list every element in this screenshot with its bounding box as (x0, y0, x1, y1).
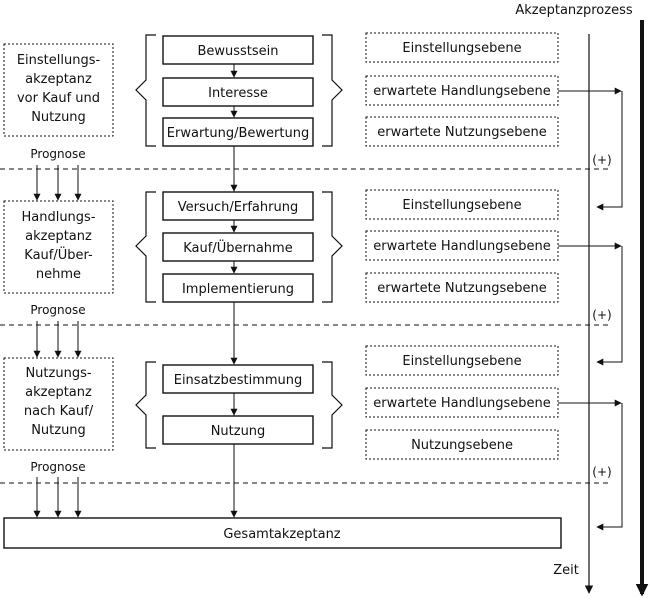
right-brace (322, 361, 343, 449)
left-box-line: nehme (36, 267, 81, 282)
left-box-line: Handlungs- (21, 210, 95, 225)
step-label: Versuch/Erfahrung (178, 200, 298, 215)
level-label: Einstellungsebene (402, 198, 521, 213)
left-box-line: akzeptanz (25, 72, 92, 87)
left-box (3, 43, 114, 137)
section-action-acceptance: Handlungs- akzeptanz Kauf/Über- nehme Pr… (0, 189, 623, 366)
total-acceptance-box (3, 517, 562, 549)
level-label: erwartete Handlungsebene (373, 239, 550, 254)
right-brace (322, 34, 343, 147)
step-box (162, 364, 314, 394)
level-box (365, 32, 559, 63)
step-box (162, 191, 314, 221)
step-box (162, 77, 314, 107)
left-box-line: Kauf/Über- (24, 246, 93, 263)
step-box (162, 415, 314, 445)
level-label: erwartete Nutzungsebene (377, 281, 546, 296)
left-box-line: akzeptanz (25, 385, 92, 400)
left-box-line: nach Kauf/ (24, 404, 94, 419)
level-label: Nutzungsebene (411, 438, 513, 453)
left-box (3, 200, 114, 294)
feedback-loop (596, 403, 623, 531)
level-box (365, 116, 559, 147)
level-label: erwartete Handlungsebene (373, 396, 550, 411)
feedback-label: (+) (592, 153, 611, 167)
left-box-line: akzeptanz (25, 229, 92, 244)
level-box (365, 387, 559, 418)
prognose-arrows (33, 165, 82, 518)
left-box-line: Einstellungs- (17, 53, 101, 68)
feedback-loop (596, 246, 623, 366)
feedback-label: (+) (592, 308, 611, 322)
step-label: Erwartung/Bewertung (167, 126, 309, 141)
level-box (365, 189, 559, 220)
right-brace (322, 191, 343, 303)
level-box (365, 272, 559, 303)
left-brace (135, 361, 156, 449)
level-box (365, 230, 559, 261)
time-label: Zeit (553, 563, 579, 578)
left-box-line: Nutzung (31, 110, 86, 125)
step-box (162, 273, 314, 303)
level-box (365, 429, 559, 460)
level-label: Einstellungsebene (402, 41, 521, 56)
process-title: Akzeptanzprozess (515, 3, 632, 18)
step-box (162, 35, 314, 65)
level-label: erwartete Nutzungsebene (377, 125, 546, 140)
level-box (365, 75, 559, 106)
left-brace (135, 191, 156, 303)
level-box (365, 345, 559, 376)
step-box (162, 232, 314, 262)
prognose-label: Prognose (30, 460, 85, 474)
left-box (3, 357, 114, 451)
step-label: Implementierung (182, 282, 294, 297)
step-label: Interesse (208, 86, 268, 101)
left-brace (135, 34, 156, 147)
total-acceptance-label: Gesamtakzeptanz (223, 527, 340, 542)
section-attitude-acceptance: Einstellungs- akzeptanz vor Kauf und Nut… (0, 32, 623, 211)
level-label: Einstellungsebene (402, 354, 521, 369)
prognose-label: Prognose (30, 303, 85, 317)
step-label: Bewusstsein (197, 44, 278, 59)
left-box-line: Nutzungs- (25, 366, 91, 381)
step-box (162, 117, 314, 147)
level-label: erwartete Handlungsebene (373, 84, 550, 99)
feedback-label: (+) (592, 465, 611, 479)
prognose-label: Prognose (30, 147, 85, 161)
left-box-line: vor Kauf und (17, 91, 100, 106)
section-usage-acceptance: Nutzungs- akzeptanz nach Kauf/ Nutzung P… (0, 345, 623, 531)
step-label: Einsatzbestimmung (174, 373, 303, 388)
feedback-loop (596, 91, 623, 211)
step-label: Nutzung (211, 424, 266, 439)
step-label: Kauf/Übernahme (183, 239, 292, 256)
left-box-line: Nutzung (31, 423, 86, 438)
